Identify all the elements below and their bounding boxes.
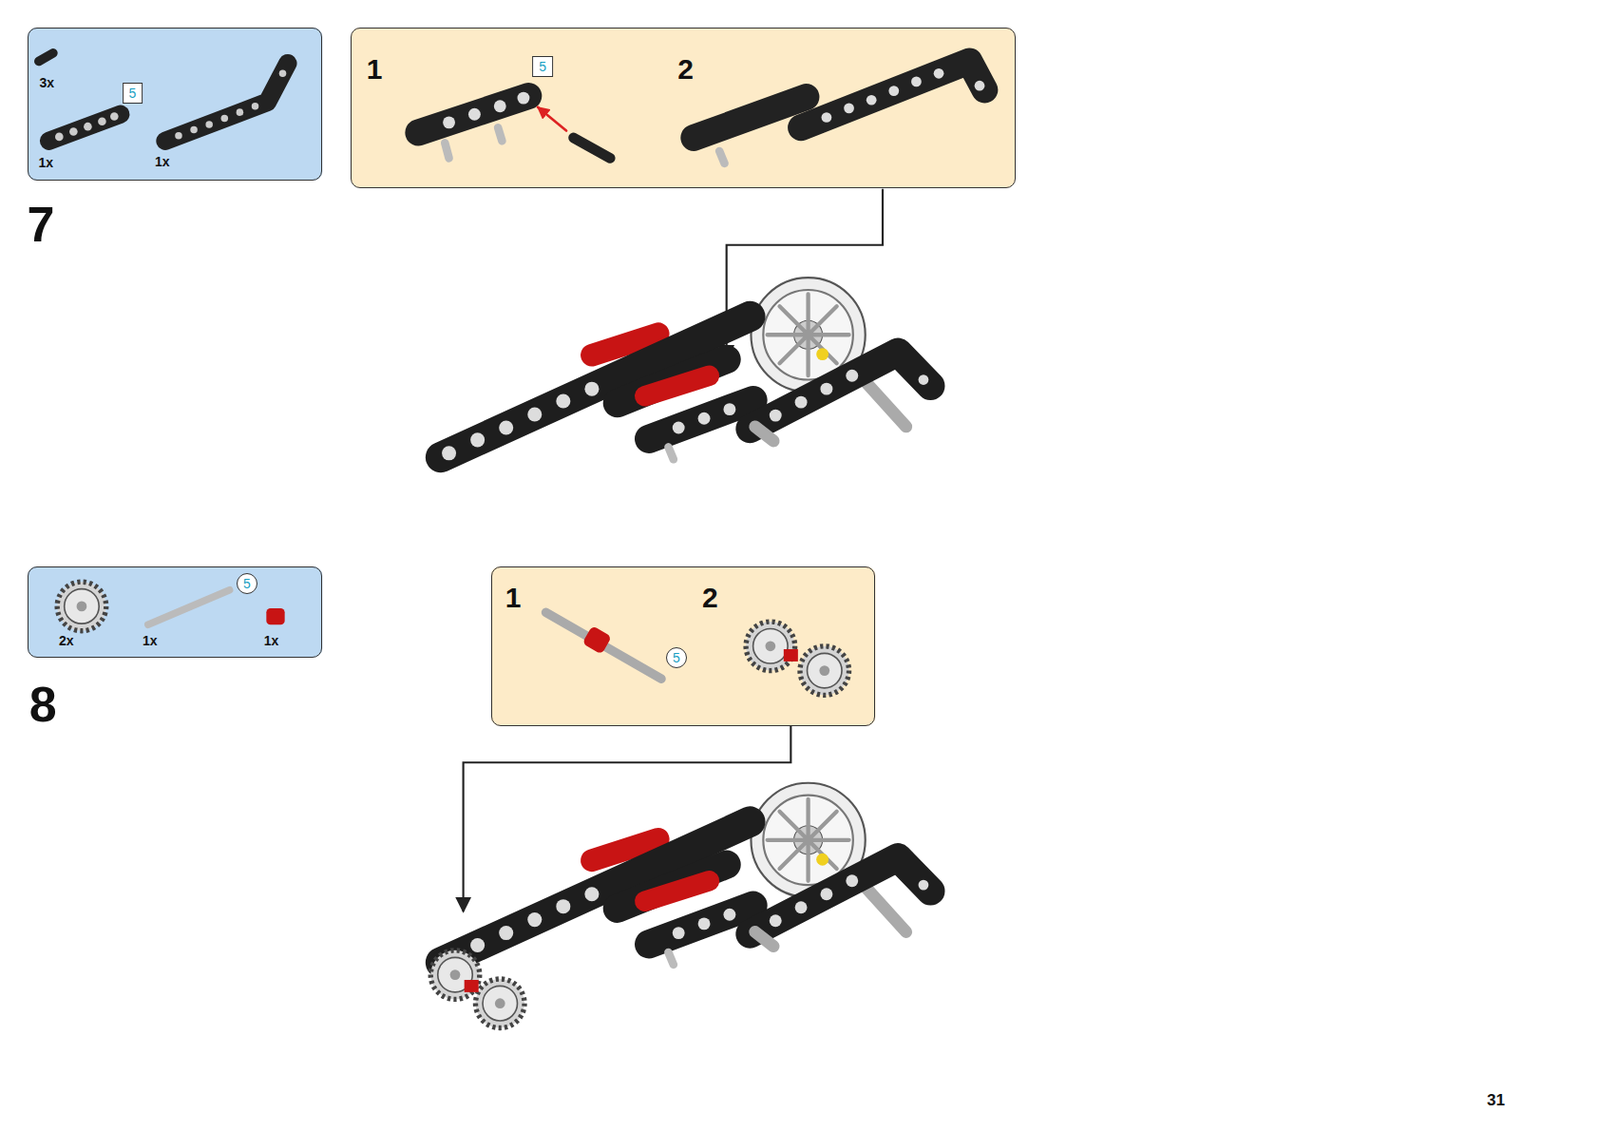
callout-number: 5 — [122, 82, 144, 104]
part-count: 1x — [142, 633, 158, 648]
step-number: 7 — [26, 199, 55, 249]
page-number: 31 — [1486, 1090, 1505, 1107]
parts-panel: 2x 5 1x 1x — [27, 566, 323, 658]
substep-panel: 1 5 2 — [350, 27, 1015, 189]
callout-number: 5 — [666, 647, 687, 668]
substep-number: 2 — [677, 55, 694, 84]
part-count: 3x — [39, 76, 56, 90]
substep-number: 1 — [366, 55, 383, 84]
substep-panel: 1 2 5 — [491, 566, 877, 726]
substep-number: 1 — [505, 583, 522, 612]
callout-number: 5 — [236, 572, 258, 594]
callout-number: 5 — [532, 56, 553, 77]
parts-panel: 3x 5 1x 1x — [27, 27, 323, 181]
substep-number: 2 — [702, 583, 719, 612]
part-count: 1x — [38, 155, 54, 170]
part-count: 1x — [154, 154, 171, 169]
part-count: 1x — [264, 633, 280, 648]
step-number: 8 — [29, 679, 58, 729]
part-count: 2x — [58, 633, 75, 648]
